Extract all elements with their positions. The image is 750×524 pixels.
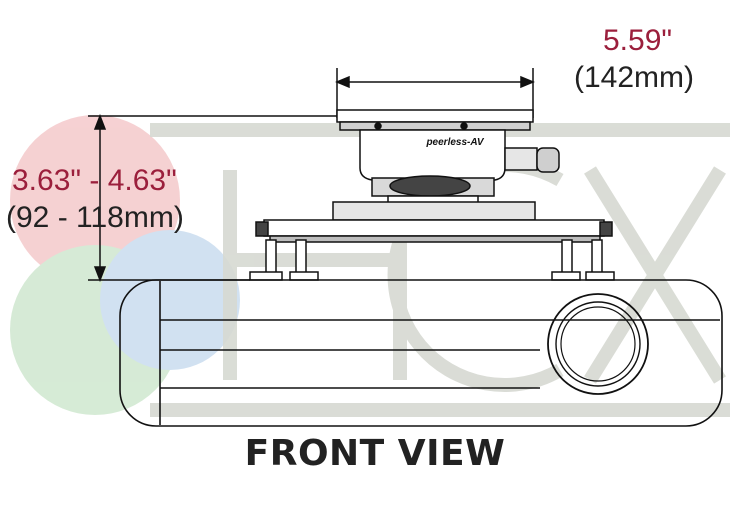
width-metric-label: (142mm): [574, 61, 695, 94]
watermark-logo: [10, 115, 240, 415]
view-title: FRONT VIEW: [244, 433, 506, 474]
projector-lens: [547, 293, 649, 395]
mount-head: [359, 129, 560, 205]
height-metric-label: (92 - 118mm): [6, 201, 184, 234]
mount-top-plate: [336, 109, 534, 131]
height-imperial-label: 3.63" - 4.63": [12, 164, 177, 197]
mount-legs: [249, 221, 615, 281]
brand-label: peerless-AV: [425, 137, 484, 148]
mount-adapter-plate: [263, 201, 605, 243]
width-imperial-label: 5.59": [603, 24, 673, 57]
watermark-blue-circle: [100, 230, 240, 370]
